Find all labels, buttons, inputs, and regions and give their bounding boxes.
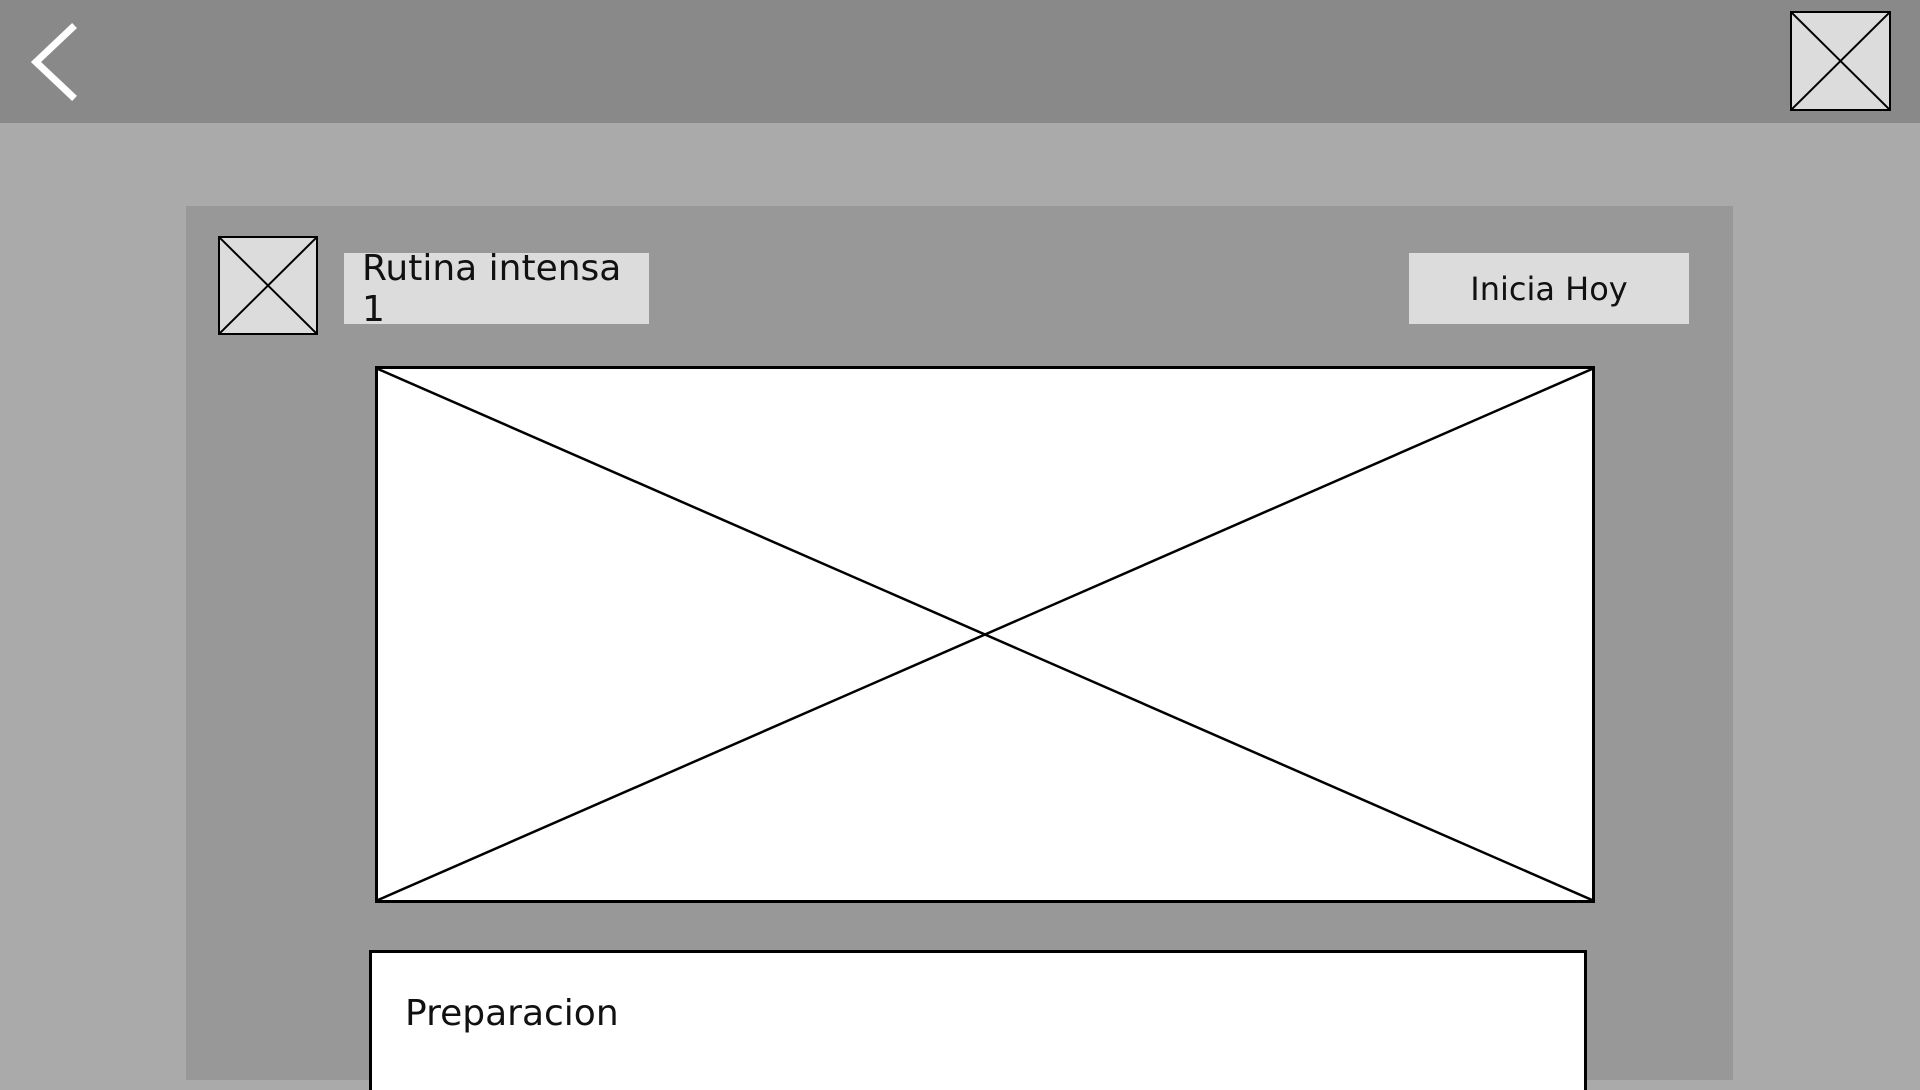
section-panel-preparacion[interactable]: Preparacion (369, 950, 1587, 1090)
section-title: Preparacion (405, 993, 619, 1034)
top-bar (0, 0, 1920, 123)
top-right-image-placeholder[interactable] (1790, 11, 1891, 111)
image-placeholder-icon (220, 238, 316, 333)
chevron-left-icon (30, 23, 77, 101)
routine-title: Rutina intensa 1 (344, 248, 649, 330)
routine-image-placeholder (375, 366, 1595, 903)
image-placeholder-icon (378, 369, 1592, 900)
image-placeholder-icon (1792, 13, 1889, 109)
routine-card: Rutina intensa 1 Inicia Hoy Preparacion (186, 206, 1733, 1090)
back-button[interactable] (22, 18, 92, 106)
start-today-button[interactable]: Inicia Hoy (1409, 253, 1689, 324)
start-today-label: Inicia Hoy (1470, 269, 1628, 308)
routine-title-text: Rutina intensa 1 (362, 247, 622, 330)
routine-thumbnail (218, 236, 318, 335)
